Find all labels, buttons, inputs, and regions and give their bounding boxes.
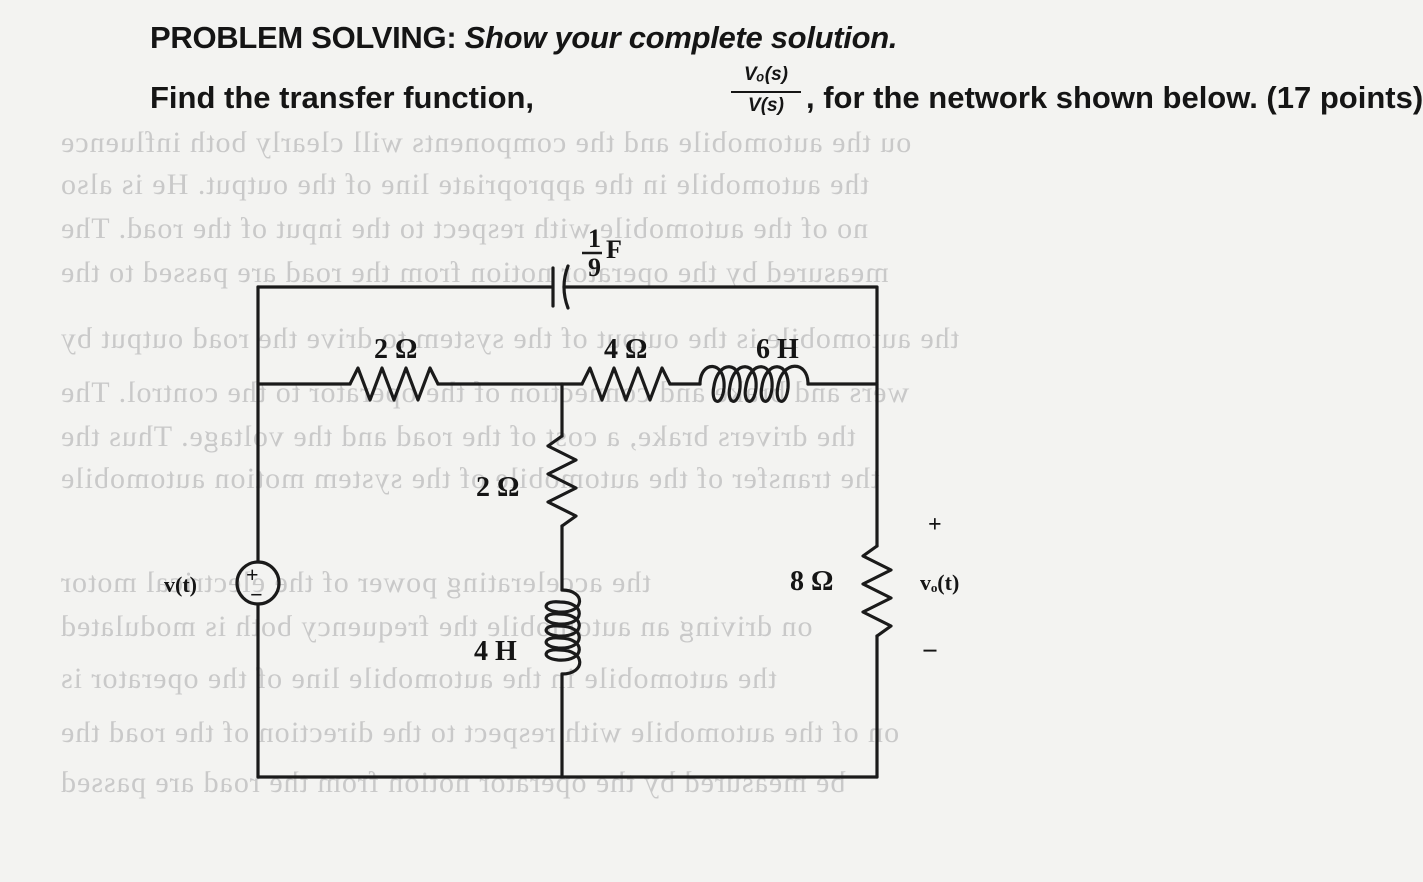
capacitor-denominator: 9 [588, 253, 601, 282]
resistor-middle-zigzag [546, 434, 578, 528]
output-plus-sign: + [928, 512, 942, 538]
resistor-top-left-zigzag [348, 366, 440, 402]
source-minus-sign: − [250, 582, 263, 607]
page-heading: PROBLEM SOLVING: Show your complete solu… [150, 20, 898, 56]
fraction-denominator: V(s) [748, 95, 784, 116]
inductor-middle-label: 4 H [474, 636, 517, 667]
fraction-numerator: Vₒ(s) [743, 64, 788, 85]
wire-top-right [562, 285, 879, 385]
voltage-source-circle [235, 560, 281, 606]
capacitor-unit: F [606, 235, 622, 264]
capacitor-numerator: 1 [588, 224, 601, 253]
question-before: Find the transfer function, [150, 80, 535, 115]
transfer-function-fraction: Vₒ(s) V(s) [723, 62, 809, 128]
inductor-middle-coils [544, 588, 582, 676]
output-voltage-label: vₒ(t) [920, 570, 959, 595]
source-plus-sign: + [246, 562, 259, 587]
question-after: , for the network shown below. (17 point… [806, 80, 1423, 115]
source-label: v(t) [164, 572, 197, 597]
inductor-top-coils [698, 364, 810, 403]
resistor-output-label: 8 Ω [790, 566, 833, 597]
resistor-output-zigzag [861, 544, 893, 638]
question-text: Find the transfer function, Vₒ(s) V(s) ,… [150, 62, 1423, 132]
resistor-top-left-label: 2 Ω [374, 334, 417, 365]
heading-bold: PROBLEM SOLVING: [150, 20, 465, 55]
inductor-top-label: 6 H [756, 334, 799, 365]
fraction-bar [731, 91, 801, 93]
output-minus-sign: − [922, 636, 938, 667]
resistor-middle-label: 2 Ω [476, 472, 519, 503]
resistor-top-mid-label: 4 Ω [604, 334, 647, 365]
resistor-top-mid-zigzag [580, 366, 672, 402]
heading-italic: Show your complete solution. [464, 20, 898, 55]
